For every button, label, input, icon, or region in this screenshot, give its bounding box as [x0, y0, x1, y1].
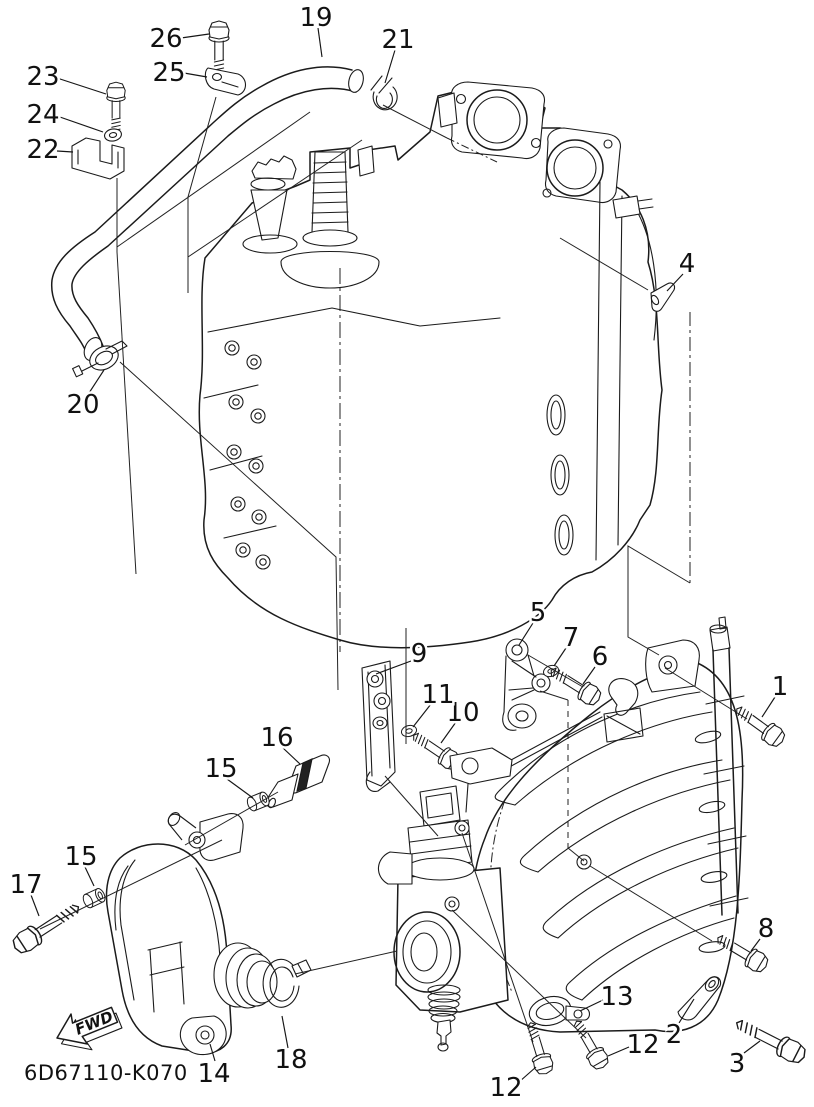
callout-label-8: 8	[758, 914, 775, 944]
callout-leader-12	[518, 1066, 537, 1083]
bolt-23-drawing	[106, 81, 126, 135]
callout-label-13: 13	[600, 982, 633, 1012]
callout-label-24: 24	[26, 100, 59, 130]
hose-clamp-18-drawing	[262, 958, 312, 1008]
callout-leader-9	[375, 660, 412, 675]
callout-label-7: 7	[563, 623, 580, 653]
callout-label-14: 14	[197, 1059, 230, 1089]
callout-leader-22	[56, 150, 74, 153]
callout-leader-14	[209, 1043, 216, 1062]
aux-line	[589, 865, 713, 942]
callout-leader-11	[412, 703, 432, 728]
aux-line	[184, 791, 279, 846]
callout-leader-10	[440, 721, 457, 744]
callout-label-6: 6	[592, 642, 609, 672]
aux-line	[567, 847, 585, 862]
intake-manifold-drawing	[470, 616, 749, 1033]
assembly-leader-lines	[39, 96, 748, 1043]
callout-label-9: 9	[411, 639, 428, 669]
callout-leader-15	[84, 866, 95, 887]
callout-leader-21	[384, 49, 396, 84]
callout-leader-20	[88, 369, 105, 394]
aux-line	[527, 654, 584, 688]
aux-line	[116, 251, 137, 575]
stay-bracket-9-drawing	[361, 660, 396, 793]
callout-label-15: 15	[204, 754, 237, 784]
callout-layer: 1234567891011121213141515161718192021222…	[7, 1, 791, 1106]
callout-leader-6	[582, 666, 596, 685]
callout-label-16: 16	[260, 723, 293, 753]
callout-leader-17	[30, 894, 40, 917]
callout-label-2: 2	[666, 1020, 683, 1050]
aux-line	[187, 96, 217, 293]
aux-line	[39, 839, 223, 930]
spacer-2-drawing	[677, 976, 722, 1021]
callout-leader-3	[743, 1040, 761, 1054]
washer-11-drawing	[399, 723, 419, 739]
callout-leader-1	[761, 696, 776, 718]
aux-line	[384, 775, 439, 837]
callout-label-23: 23	[26, 62, 59, 92]
callout-label-21: 21	[381, 25, 414, 55]
callout-leader-16	[282, 747, 301, 765]
aux-line	[446, 137, 498, 163]
callout-label-17: 17	[9, 870, 42, 900]
callout-leader-12	[607, 1046, 630, 1057]
hose-joint-16-drawing	[265, 754, 330, 809]
aux-line	[294, 950, 398, 975]
hose-clamp-20-drawing	[72, 340, 128, 378]
callout-leader-25	[183, 72, 208, 78]
aux-line	[461, 832, 534, 1043]
callout-label-5: 5	[530, 598, 547, 628]
callout-label-25: 25	[152, 58, 185, 88]
callout-leader-23	[56, 77, 107, 95]
callout-leader-15	[226, 778, 254, 799]
aux-line	[664, 667, 748, 720]
bolt-17-drawing	[8, 897, 85, 958]
callout-leader-4	[666, 273, 684, 292]
aux-line	[539, 690, 569, 701]
callout-leader-26	[180, 33, 210, 39]
callout-leader-19	[317, 27, 323, 58]
callout-label-4: 4	[679, 249, 696, 279]
callout-label-18: 18	[274, 1045, 307, 1075]
hose-clamp-21-drawing	[370, 75, 398, 111]
callout-label-22: 22	[26, 135, 59, 165]
callout-leader-8	[750, 938, 761, 952]
intake-silencer-drawing	[105, 812, 278, 1056]
callout-label-19: 19	[299, 3, 332, 33]
callout-label-11: 11	[421, 680, 454, 710]
diagram-part-code: 6D67110-K070	[24, 1061, 188, 1085]
stay-bracket-5-drawing	[502, 638, 551, 731]
callout-label-1: 1	[772, 672, 789, 702]
aux-line	[119, 361, 339, 691]
callout-label-15: 15	[64, 842, 97, 872]
engine-block-drawing	[198, 81, 663, 649]
callout-label-3: 3	[729, 1049, 746, 1079]
washer-24-drawing	[103, 127, 123, 143]
aux-line	[627, 545, 691, 656]
callout-leader-24	[56, 115, 104, 133]
callout-leader-7	[553, 647, 567, 667]
fwd-arrow: FWD	[56, 1006, 123, 1051]
collar-15a-drawing	[245, 790, 272, 813]
aux-line	[451, 909, 587, 1039]
callout-leader-5	[518, 622, 534, 646]
aux-line	[187, 139, 363, 258]
callout-leader-13	[579, 999, 604, 1012]
hose-stay-25-drawing	[204, 67, 247, 96]
callout-label-12: 12	[489, 1073, 522, 1103]
aux-line	[559, 237, 649, 291]
callout-label-26: 26	[149, 24, 182, 54]
callout-leader-2	[678, 998, 695, 1024]
bracket-22-drawing	[71, 137, 125, 180]
aux-line	[116, 111, 311, 248]
callout-leader-18	[281, 1015, 289, 1049]
callout-label-10: 10	[446, 698, 479, 728]
aux-line	[382, 104, 448, 139]
callout-label-12: 12	[626, 1030, 659, 1060]
callout-label-20: 20	[66, 390, 99, 420]
